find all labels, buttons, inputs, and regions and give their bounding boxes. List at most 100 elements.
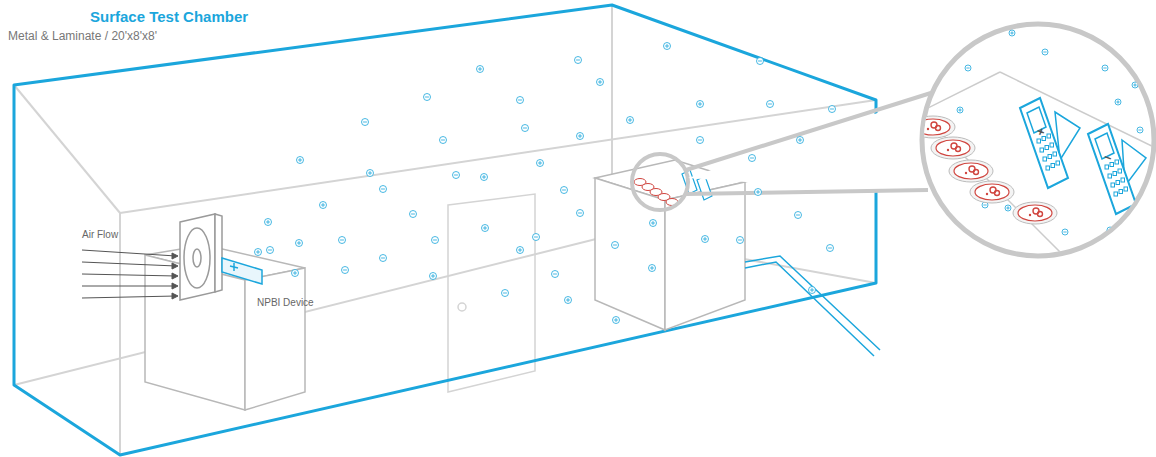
negative-ion [533,234,540,241]
petri-dish [911,116,955,138]
negative-ion [339,237,346,244]
zoom-callout [632,24,1156,262]
negative-ion [432,237,439,244]
meter-key [1116,181,1120,185]
positive-ion [430,273,437,280]
negative-ion [502,290,509,297]
airflow-label: Air Flow [82,229,118,240]
positive-ion [577,133,584,140]
meter-key [1037,139,1041,143]
negative-ion [965,65,971,71]
air-flow-arrows [82,250,178,299]
positive-ion [957,107,963,113]
negative-ion [697,137,704,144]
negative-ion [829,106,836,113]
positive-ion [1115,99,1121,105]
positive-ion [797,137,804,144]
negative-ion [827,245,834,252]
test-table [595,160,745,330]
positive-ion [265,219,272,226]
chamber-edges [14,5,876,455]
positive-ion [1009,30,1015,36]
negative-ion [380,255,387,262]
meter-key [1047,134,1051,138]
positive-ion [565,297,572,304]
positive-ion [517,247,524,254]
petri-dish [931,137,975,159]
positive-ion [292,270,299,277]
negative-ion [440,137,447,144]
meter-key [1046,166,1050,170]
meter-key [1108,174,1112,178]
meter-key [1113,172,1117,176]
negative-ion [1042,49,1048,55]
negative-ion [749,155,756,162]
fan-pedestal [145,245,305,410]
petri-dish [970,181,1014,203]
negative-ion [561,187,568,194]
negative-ion [380,186,387,193]
meter-key [1121,178,1125,182]
negative-ion [575,57,582,64]
negative-ion [612,242,619,249]
npbi-device [222,258,262,284]
positive-ion [702,236,709,243]
negative-ion [1147,177,1153,183]
negative-ion [267,247,274,254]
positive-ion [297,157,304,164]
positive-ion [255,249,262,256]
positive-ion [627,117,634,124]
negative-ion [453,172,460,179]
negative-ion [1102,65,1108,71]
meter-key [1040,148,1044,152]
subtitle: Metal & Laminate / 20'x8'x8' [8,29,157,43]
meter-key [1119,190,1123,194]
meter-key [1050,143,1054,147]
sensor-cable [745,256,880,356]
positive-ion [597,79,604,86]
fan [180,214,222,300]
positive-ion [650,220,657,227]
meter-key [1111,183,1115,187]
meter-key [1118,169,1122,173]
device-label: NPBI Device [257,297,314,308]
chamber-outline [14,5,876,455]
positive-ion [537,160,544,167]
positive-ion [649,265,656,272]
meter-key [1114,192,1118,196]
negative-ion [522,125,529,132]
ions [255,43,836,324]
meter-key [1048,155,1052,159]
positive-ion [697,101,704,108]
meter-key [1043,157,1047,161]
meter-key [1056,161,1060,165]
meter-key [1045,146,1049,150]
negative-ion [795,212,802,219]
positive-ion [367,170,374,177]
positive-ion [320,202,327,209]
positive-ion [755,189,762,196]
positive-ion [1107,227,1113,233]
meter-key [1115,160,1119,164]
negative-ion [1137,127,1143,133]
negative-ion [410,211,417,218]
negative-ion [424,94,431,101]
negative-ion [552,271,559,278]
negative-ion [757,58,764,65]
meter-key [1051,164,1055,168]
negative-ion [737,237,744,244]
positive-ion [613,317,620,324]
petri-dish [1013,202,1057,224]
positive-ion [1005,205,1011,211]
negative-ion [1062,229,1068,235]
ion-meters [1020,98,1146,214]
negative-ion [517,97,524,104]
positive-ion [481,174,488,181]
negative-ion [577,210,584,217]
meter-key [1110,163,1114,167]
positive-ion [664,43,671,50]
chart-title: Surface Test Chamber [90,8,248,25]
negative-ion [767,101,774,108]
meter-key [1053,152,1057,156]
